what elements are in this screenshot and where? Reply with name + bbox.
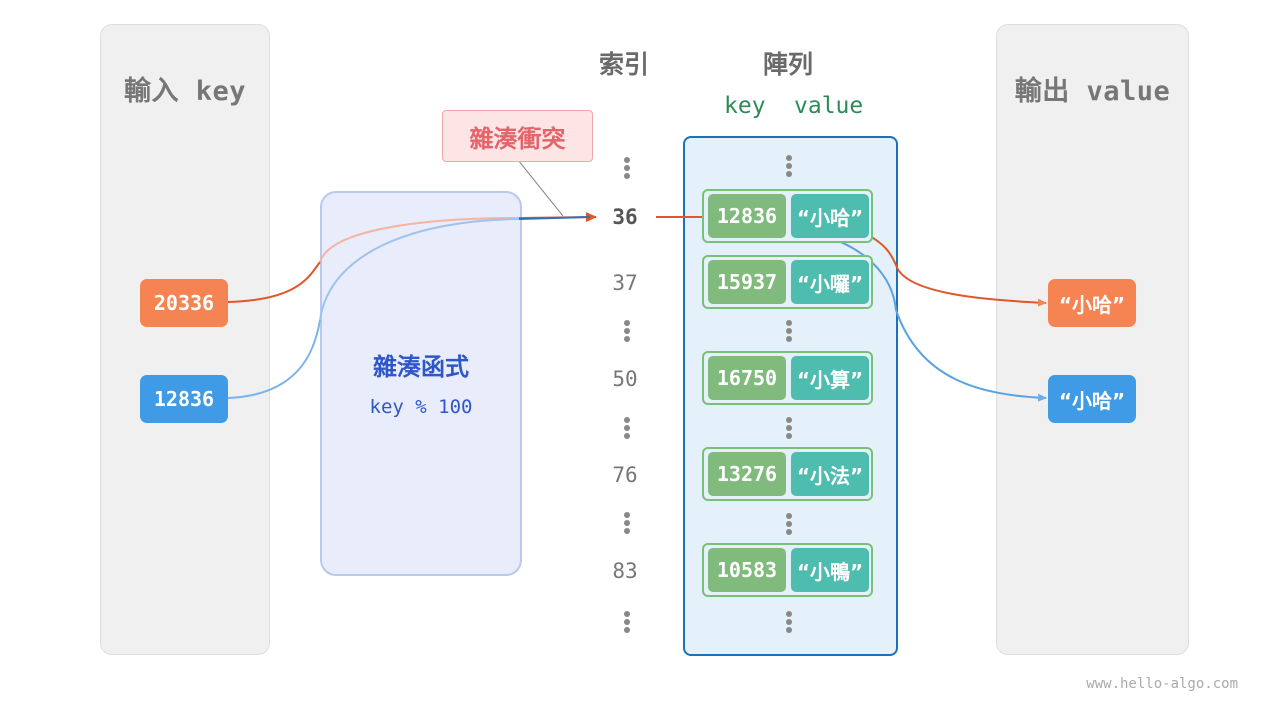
bucket-ellipsis-icon	[786, 155, 792, 177]
bucket-row: 12836 “小哈”	[702, 189, 873, 243]
input-key-12836: 12836	[140, 375, 228, 423]
orange-input-path	[227, 261, 321, 303]
blue-input-path	[227, 319, 321, 399]
output-value-2: “小哈”	[1048, 375, 1136, 423]
bucket-row: 16750 “小算”	[702, 351, 873, 405]
hash-function-title: 雜湊函式	[373, 353, 469, 381]
collision-label: 雜湊衝突	[442, 110, 593, 162]
watermark: www.hello-algo.com	[1086, 676, 1238, 692]
bucket-value: “小囉”	[791, 260, 869, 304]
index-ellipsis-icon	[624, 512, 630, 534]
input-key-20336: 20336	[140, 279, 228, 327]
bucket-key: 10583	[708, 548, 786, 592]
bucket-row: 10583 “小鴨”	[702, 543, 873, 597]
blue-hash-path	[319, 218, 520, 321]
index-label: 50	[612, 367, 638, 391]
index-label: 36	[612, 205, 638, 229]
output-value-1: “小哈”	[1048, 279, 1136, 327]
hash-function-box: 雜湊函式 key % 100	[320, 191, 522, 576]
hash-function-formula: key % 100	[369, 396, 473, 418]
bucket-value: “小鴨”	[791, 548, 869, 592]
index-ellipsis-icon	[624, 157, 630, 179]
orange-hash-path	[319, 217, 520, 263]
bucket-key: 13276	[708, 452, 786, 496]
bucket-value: “小算”	[791, 356, 869, 400]
blue-output-path	[789, 227, 1047, 402]
bucket-key: 12836	[708, 194, 786, 238]
output-panel-title: 輸出 value	[1014, 76, 1171, 107]
index-label: 76	[612, 463, 638, 487]
array-header: 陣列	[763, 50, 814, 79]
bucket-row: 15937 “小囉”	[702, 255, 873, 309]
index-ellipsis-icon	[624, 320, 630, 342]
index-header: 索引	[599, 50, 650, 79]
index-label: 37	[612, 271, 638, 295]
bucket-ellipsis-icon	[786, 417, 792, 439]
bucket-ellipsis-icon	[786, 611, 792, 633]
orange-output-path	[861, 231, 1047, 307]
bucket-key: 15937	[708, 260, 786, 304]
bucket-value: “小法”	[791, 452, 869, 496]
bucket-row: 13276 “小法”	[702, 447, 873, 501]
output-panel: 輸出 value	[996, 24, 1189, 655]
value-header: value	[794, 93, 864, 119]
bucket-key: 16750	[708, 356, 786, 400]
index-ellipsis-icon	[624, 611, 630, 633]
collision-pointer	[517, 159, 564, 217]
bucket-value: “小哈”	[791, 194, 869, 238]
index-label: 83	[612, 559, 638, 583]
bucket-ellipsis-icon	[786, 513, 792, 535]
index-ellipsis-icon	[624, 417, 630, 439]
blue-to-index-path	[518, 216, 591, 220]
key-header: key	[724, 93, 766, 119]
bucket-ellipsis-icon	[786, 320, 792, 342]
input-panel-title: 輸入 key	[123, 76, 247, 107]
input-panel: 輸入 key	[100, 24, 270, 655]
